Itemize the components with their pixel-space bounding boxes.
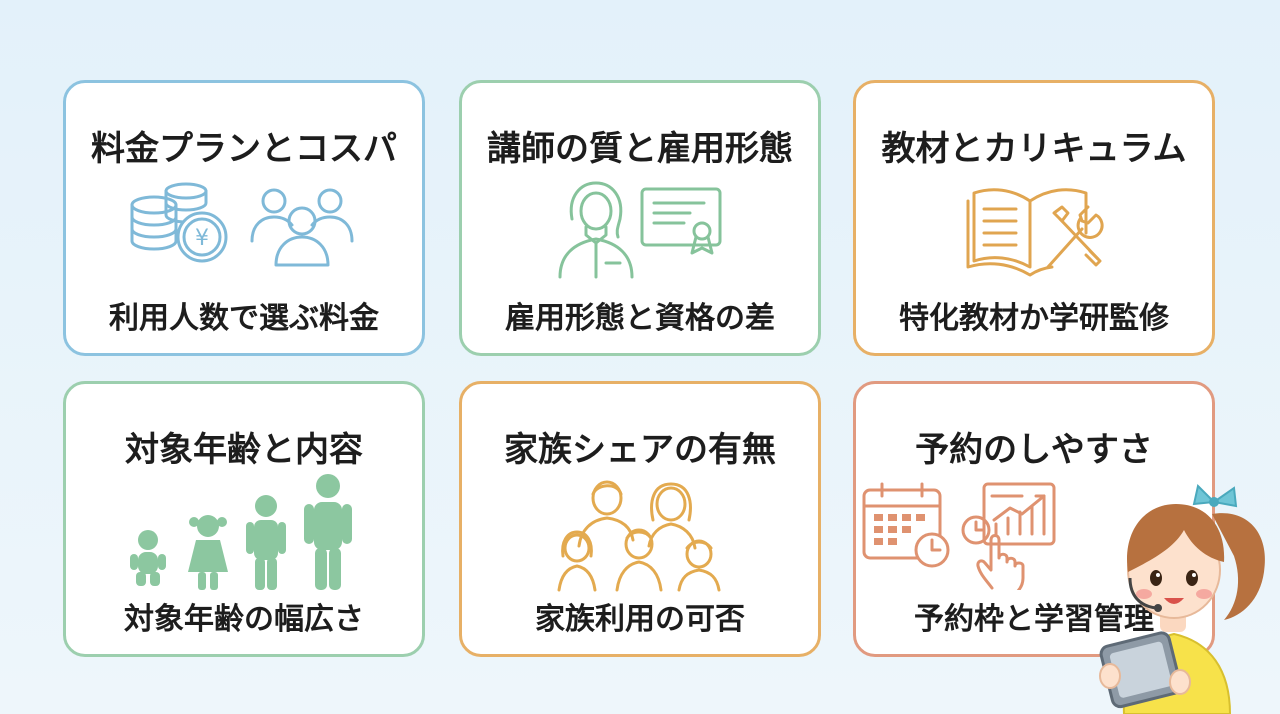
card-title: 予約のしやすさ [915, 430, 1153, 470]
teacher-certificate-icon [558, 181, 722, 279]
card-caption: 特化教材か学研監修 [899, 301, 1169, 336]
yen-symbol: ¥ [195, 226, 209, 251]
card-materials: 教材とカリキュラム 特化教材か学研監修 [853, 80, 1215, 356]
card-caption: 予約枠と学習管理 [914, 602, 1154, 637]
card-caption: 家族利用の可否 [535, 602, 745, 637]
card-caption: 雇用形態と資格の差 [505, 301, 775, 336]
calendar-chart-icon [862, 482, 1056, 590]
family-icon [557, 480, 721, 592]
book-tools-icon [966, 188, 1104, 277]
card-pricing: 料金プランとコスパ ¥ 利用人数で選ぶ料金 [63, 80, 425, 356]
card-title: 家族シェアの有無 [504, 430, 776, 470]
card-title: 教材とカリキュラム [881, 129, 1187, 169]
card-title: 講師の質と雇用形態 [487, 129, 793, 169]
card-caption: 利用人数で選ぶ料金 [109, 301, 379, 336]
growing-children-icon [130, 474, 352, 590]
coins-and-people-icon: ¥ [130, 182, 354, 267]
card-caption: 対象年齢の幅広さ [124, 602, 364, 637]
card-target-age: 対象年齢と内容 対象年齢の幅広さ [63, 381, 425, 657]
card-title: 対象年齢と内容 [125, 430, 363, 470]
card-title: 料金プランとコスパ [91, 129, 397, 169]
card-family-share: 家族シェアの有無 家族利用の可否 [459, 381, 821, 657]
girl-with-tablet-icon [1099, 484, 1265, 714]
card-teacher-quality: 講師の質と雇用形態 雇用形態と資格の差 [459, 80, 821, 356]
